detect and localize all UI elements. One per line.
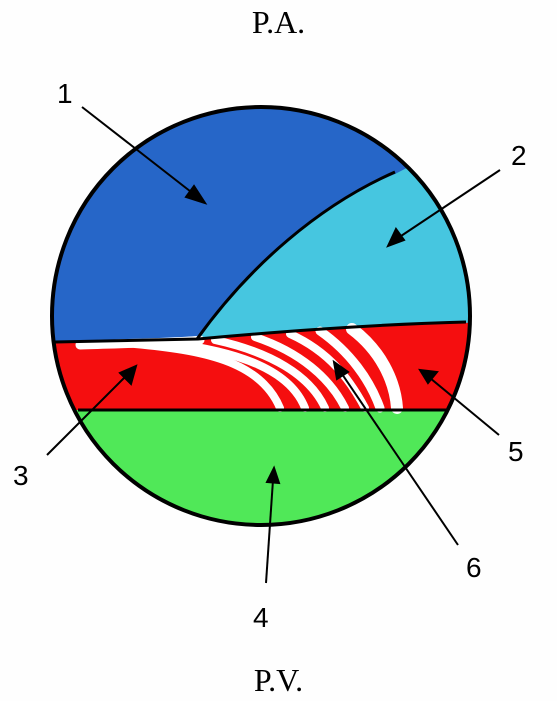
circle-outline	[50, 105, 472, 527]
arrow-6	[341, 373, 459, 546]
callout-4: 4	[253, 602, 269, 633]
leader-arrows	[46, 106, 501, 584]
arrow-2	[397, 169, 501, 239]
boundary-1-2	[195, 170, 396, 340]
callout-2: 2	[511, 140, 527, 171]
callout-6: 6	[466, 552, 482, 583]
arrow-4	[265, 479, 274, 584]
bottom-heading: P.V.	[253, 662, 304, 698]
callout-5: 5	[508, 436, 524, 467]
callout-1: 1	[57, 78, 73, 109]
arrow-3	[46, 374, 128, 456]
arrow-1	[81, 106, 196, 196]
boundary-top-of-band	[54, 320, 467, 344]
callout-3: 3	[13, 460, 29, 491]
top-heading: P.A.	[251, 4, 306, 40]
arrow-5	[429, 377, 500, 436]
